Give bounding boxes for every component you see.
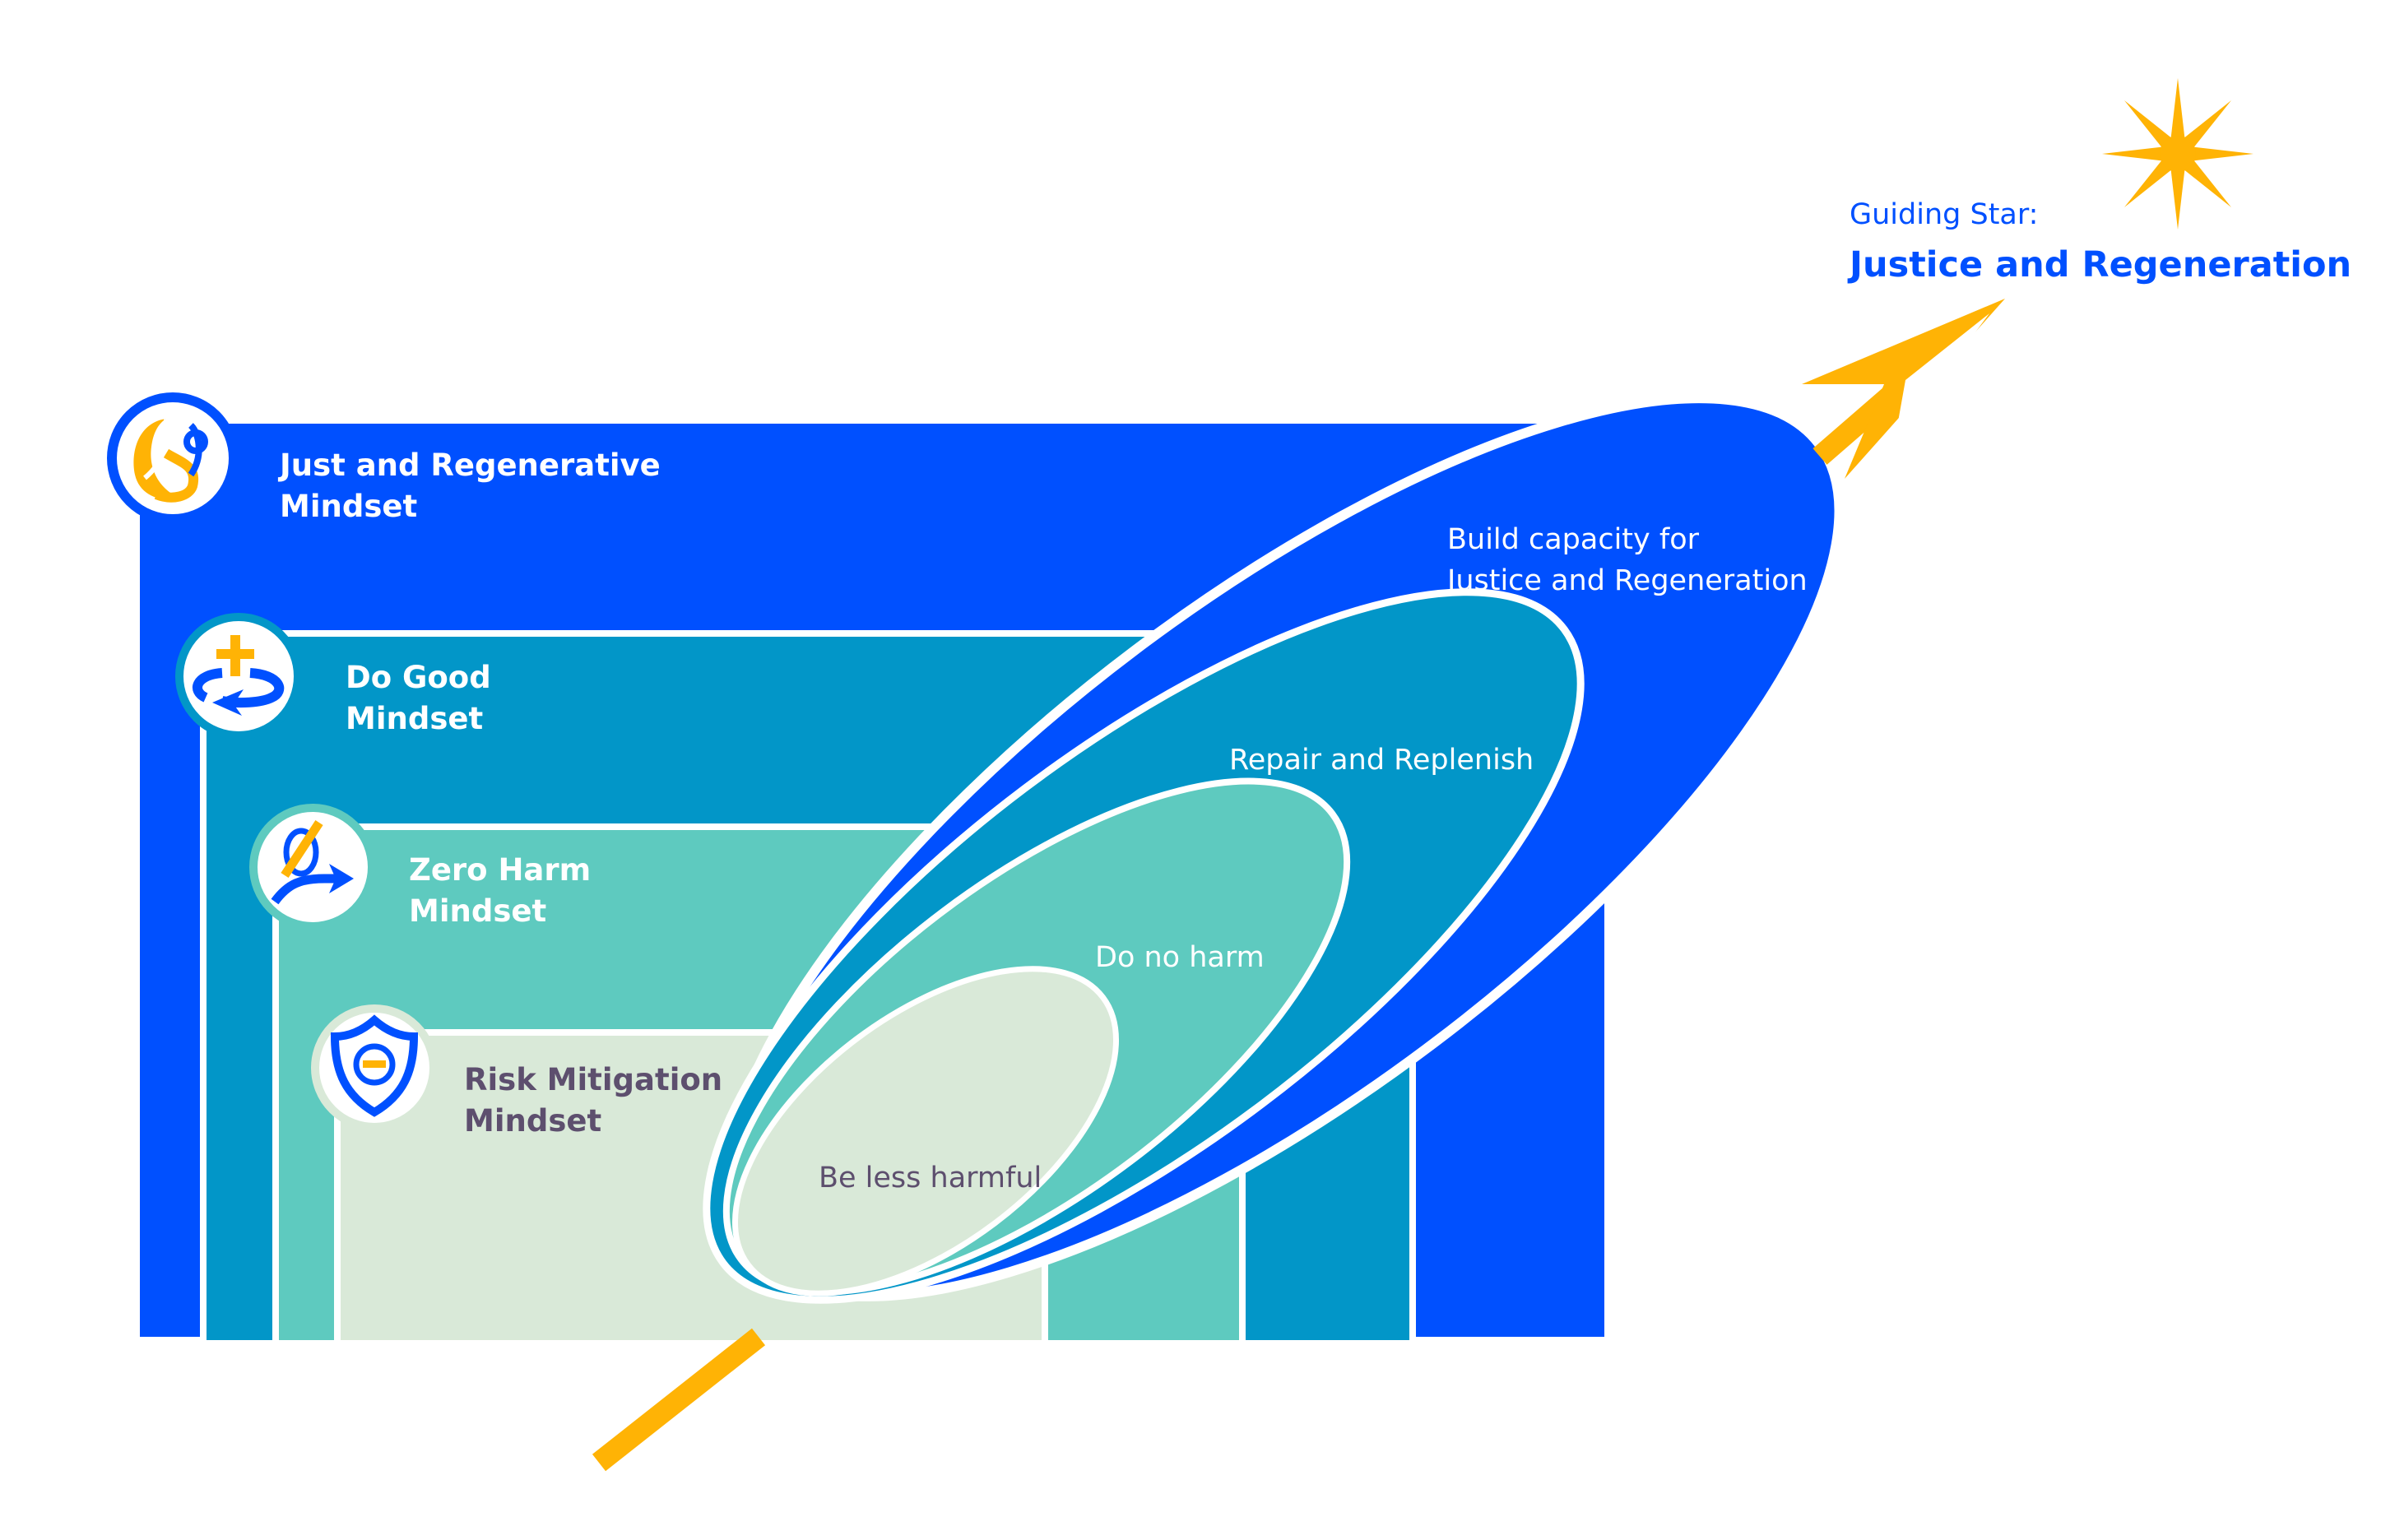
mindset-title-zero-harm: Zero Harm Mindset bbox=[409, 852, 601, 929]
eight-point-star-icon bbox=[2102, 78, 2253, 230]
arrow-tail bbox=[592, 1328, 766, 1472]
mindset-title-do-good: Do Good Mindset bbox=[346, 660, 502, 736]
leaf-person-icon bbox=[107, 392, 239, 524]
action-just-regenerative: Build capacity for Justice and Regenerat… bbox=[1446, 523, 1808, 597]
arrow-head-hollow bbox=[1895, 313, 1989, 440]
plus-cycle-icon bbox=[175, 613, 302, 740]
guiding-star-prefix: Guiding Star: bbox=[1850, 198, 2038, 231]
zero-arrow-icon bbox=[249, 804, 376, 930]
mindset-title-risk-mitigation: Risk Mitigation Mindset bbox=[464, 1062, 733, 1139]
action-risk-mitigation: Be less harmful bbox=[819, 1162, 1042, 1194]
arrow-icon bbox=[592, 299, 2005, 1472]
mindset-title-just-regenerative: Just and Regenerative Mindset bbox=[277, 448, 671, 524]
action-zero-harm: Do no harm bbox=[1095, 941, 1265, 974]
action-do-good: Repair and Replenish bbox=[1229, 744, 1534, 777]
guiding-star-title: Justice and Regeneration bbox=[1847, 244, 2351, 285]
shield-minus-icon bbox=[311, 1004, 438, 1131]
